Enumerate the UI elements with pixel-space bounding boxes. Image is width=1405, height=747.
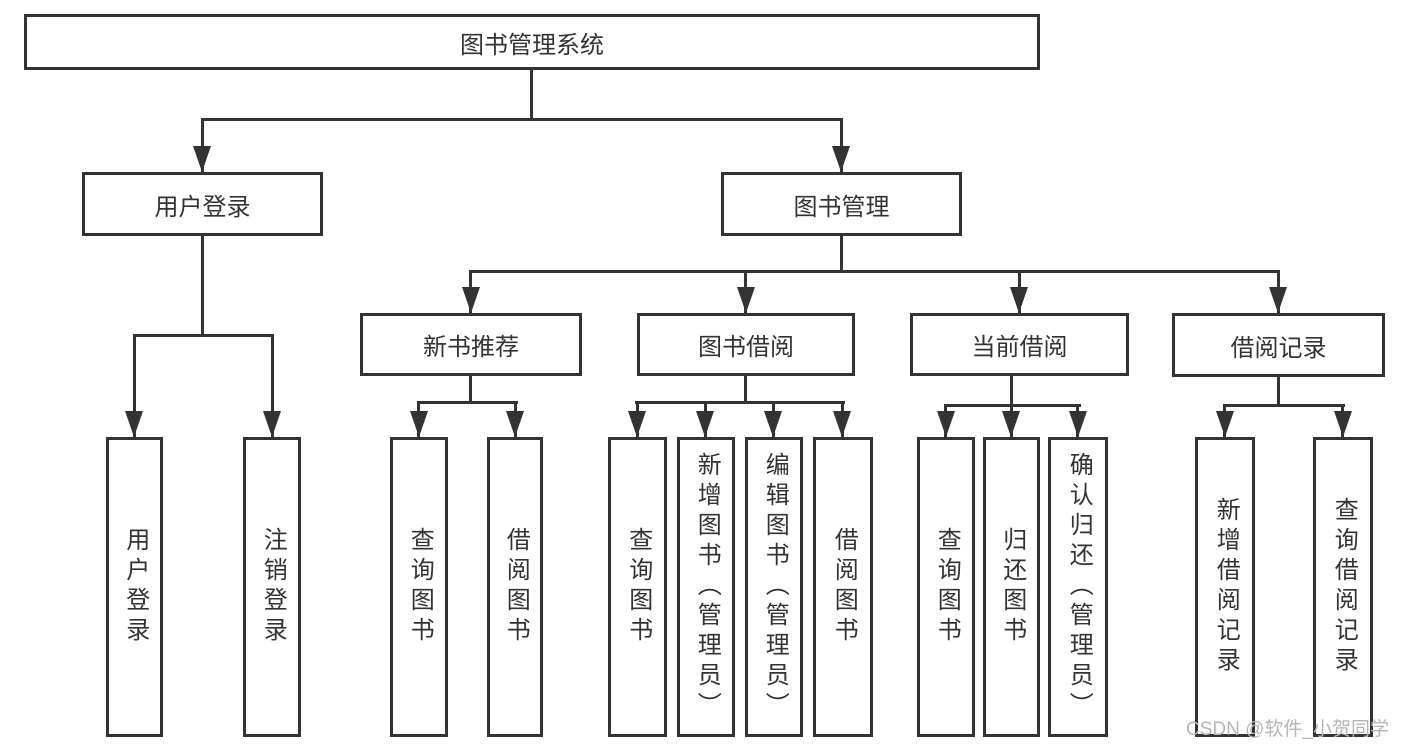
node-leaf-borrow-books-borrowing: 借阅图书 [813,437,873,737]
arrowhead-book-borrowing [737,287,755,313]
connector-drop-leaf-logout [271,334,274,437]
node-leaf-logout: 注销登录 [243,437,301,737]
arrowhead-query-books-borrowing [628,411,646,437]
connector-borrowing-records-branch [1223,404,1345,407]
node-user-login-label: 用户登录 [154,193,251,221]
node-book-borrowing-label: 图书借阅 [698,334,794,361]
arrowhead-query-borrow-record [1334,411,1352,437]
node-leaf-borrow-books-recommend: 借阅图书 [487,437,543,737]
arrowhead-leaf-logout [263,411,281,437]
arrowhead-edit-books-admin [764,411,782,437]
node-leaf-add-borrow-record-label: 新增借阅记录 [1212,497,1240,677]
node-leaf-logout-label: 注销登录 [259,527,287,647]
node-current-borrowing: 当前借阅 [910,313,1129,376]
arrowhead-borrowing-records [1269,287,1287,313]
arrowhead-query-books-recommend [410,411,428,437]
node-book-borrowing: 图书借阅 [637,313,855,376]
arrowhead-leaf-user-login [125,411,143,437]
node-borrowing-records: 借阅记录 [1172,313,1385,377]
arrowhead-borrow-books-recommend [506,411,524,437]
node-leaf-confirm-return-admin-label: 确认归还（管理员） [1065,452,1093,722]
connector-new-book-recommend-stem [469,376,472,403]
node-leaf-edit-books-admin: 编辑图书（管理员） [745,437,803,737]
connector-borrowing-records-stem [1277,377,1280,406]
csdn-watermark: CSDN @软件_小贺同学 [1186,719,1389,740]
node-borrowing-records-label: 借阅记录 [1230,334,1327,362]
connector-book-borrowing-branch [635,401,845,404]
node-leaf-user-login: 用户登录 [106,437,163,737]
node-leaf-query-borrow-record: 查询借阅记录 [1313,437,1373,737]
connector-drop-user-login [201,118,204,172]
connector-root-branch [201,118,842,121]
arrowhead-confirm-return-admin [1069,411,1087,437]
node-new-book-recommend-label: 新书推荐 [423,334,519,361]
connector-current-borrowing-stem [1010,376,1013,406]
node-leaf-confirm-return-admin: 确认归还（管理员） [1048,437,1108,737]
node-leaf-add-books-admin-label: 新增图书（管理员） [693,452,721,722]
node-leaf-return-books: 归还图书 [983,437,1040,737]
connector-root-stem [530,70,533,120]
node-leaf-query-books-current-label: 查询图书 [933,527,961,647]
arrowhead-add-books-admin [696,411,714,437]
node-leaf-query-borrow-record-label: 查询借阅记录 [1330,497,1358,677]
arrowhead-user-login [193,146,211,172]
node-root: 图书管理系统 [24,14,1040,70]
node-user-login: 用户登录 [82,172,323,236]
node-leaf-query-books-recommend-label: 查询图书 [406,527,434,647]
connector-new-book-recommend-branch [417,401,518,404]
node-root-label: 图书管理系统 [460,31,604,59]
arrowhead-book-management [832,146,850,172]
node-leaf-borrow-books-borrowing-label: 借阅图书 [830,527,858,647]
connector-book-management-stem [840,236,843,272]
node-current-borrowing-label: 当前借阅 [971,334,1068,361]
node-leaf-query-books-borrowing-label: 查询图书 [624,527,652,647]
arrowhead-add-borrow-record [1216,411,1234,437]
node-leaf-edit-books-admin-label: 编辑图书（管理员） [761,452,789,722]
node-leaf-add-borrow-record: 新增借阅记录 [1195,437,1255,737]
connector-user-login-stem [201,236,204,336]
arrowhead-new-book-recommend [462,287,480,313]
node-leaf-add-books-admin: 新增图书（管理员） [677,437,735,737]
node-leaf-query-books-recommend: 查询图书 [390,437,448,737]
node-new-book-recommend: 新书推荐 [360,313,582,376]
connector-drop-leaf-user-login [133,334,136,437]
arrowhead-current-borrowing [1010,287,1028,313]
arrowhead-return-books [1002,411,1020,437]
node-book-management-label: 图书管理 [793,193,890,221]
node-leaf-borrow-books-recommend-label: 借阅图书 [502,527,530,647]
node-leaf-query-books-borrowing: 查询图书 [608,437,667,737]
connector-drop-book-management [840,118,843,172]
arrowhead-query-books-current [937,411,955,437]
arrowhead-borrow-books-borrowing [833,411,851,437]
connector-book-management-branch [469,270,1280,273]
connector-user-login-branch [133,334,274,337]
node-leaf-user-login-label: 用户登录 [121,527,149,647]
node-leaf-query-books-current: 查询图书 [917,437,975,737]
node-book-management: 图书管理 [721,172,962,236]
node-leaf-return-books-label: 归还图书 [998,527,1026,647]
connector-book-borrowing-stem [744,376,747,403]
